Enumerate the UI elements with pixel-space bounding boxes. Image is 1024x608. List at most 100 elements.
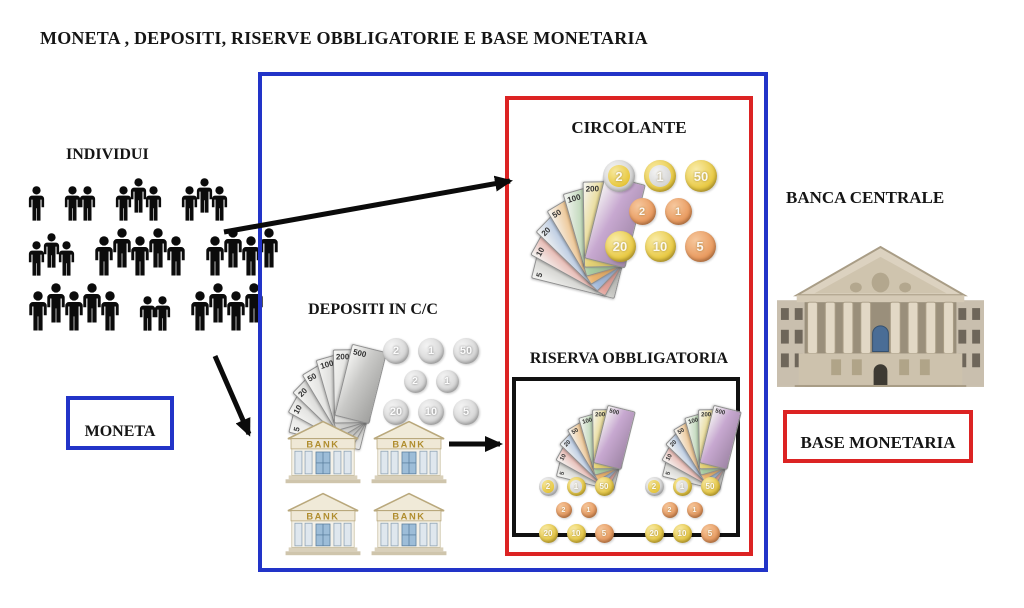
coin-10: 10 bbox=[566, 524, 586, 543]
base-monetaria-frame bbox=[505, 96, 753, 556]
banknote-value: 20 bbox=[563, 439, 573, 449]
person-icon bbox=[221, 228, 245, 268]
coin-1: 1 bbox=[435, 370, 459, 393]
coin-2: 2 bbox=[644, 477, 664, 496]
banknote-value: 10 bbox=[665, 453, 674, 462]
coin-1: 1 bbox=[686, 502, 703, 518]
banknote-value: 50 bbox=[676, 427, 686, 437]
person-icon bbox=[26, 186, 47, 221]
coin-2: 2 bbox=[555, 502, 572, 518]
coin-5: 5 bbox=[700, 524, 720, 543]
people-group bbox=[92, 236, 188, 276]
money-aggregate-frame bbox=[258, 72, 768, 572]
page-title: MONETA , DEPOSITI, RISERVE OBBLIGATORIE … bbox=[40, 28, 648, 48]
bank-sign-text: BANK bbox=[392, 439, 425, 449]
banknote-value: 50 bbox=[550, 207, 563, 220]
banknote-value: 50 bbox=[570, 427, 580, 437]
person-icon bbox=[128, 178, 149, 213]
coin-1: 1 bbox=[644, 160, 676, 192]
circolante-label: CIRCOLANTE bbox=[571, 118, 687, 137]
people-group bbox=[188, 291, 266, 331]
bank-icon: BANK bbox=[370, 420, 448, 484]
coin-20: 20 bbox=[383, 399, 409, 425]
banknote-value: 20 bbox=[669, 439, 679, 449]
coin-2: 2 bbox=[538, 477, 558, 496]
coin-5: 5 bbox=[453, 399, 479, 425]
coin-10: 10 bbox=[418, 399, 444, 425]
banknote-value: 5 bbox=[534, 271, 545, 279]
riserva-label: RISERVA OBBLIGATORIA bbox=[529, 350, 729, 367]
coin-5: 5 bbox=[594, 524, 614, 543]
coin-50: 50 bbox=[594, 477, 614, 496]
person-icon bbox=[152, 296, 173, 331]
banknote-value: 10 bbox=[291, 403, 304, 416]
coin-1: 1 bbox=[580, 502, 597, 518]
depositi-label: DEPOSITI IN C/C bbox=[308, 301, 438, 318]
person-icon bbox=[206, 283, 230, 323]
person-icon bbox=[80, 283, 104, 323]
coin-10: 10 bbox=[644, 231, 676, 262]
bank-sign-text: BANK bbox=[306, 511, 339, 521]
coin-2: 2 bbox=[628, 198, 656, 225]
moneta-label: MONETA bbox=[84, 423, 156, 440]
people-group bbox=[179, 186, 230, 221]
moneta-box: MONETA bbox=[66, 396, 174, 450]
people-group bbox=[26, 241, 77, 276]
coin-1: 1 bbox=[566, 477, 586, 496]
coin-1: 1 bbox=[672, 477, 692, 496]
coin-2: 2 bbox=[383, 338, 409, 364]
central-bank-building-icon bbox=[777, 245, 984, 387]
bank-sign-text: BANK bbox=[306, 439, 339, 449]
person-icon bbox=[44, 283, 68, 323]
banknote-value: 20 bbox=[539, 225, 553, 239]
coin-1: 1 bbox=[664, 198, 692, 225]
bank-icon: BANK bbox=[284, 420, 362, 484]
coin-50: 50 bbox=[685, 160, 717, 192]
bank-sign-text: BANK bbox=[392, 511, 425, 521]
coin-5: 5 bbox=[684, 231, 716, 262]
banknote-value: 10 bbox=[559, 453, 568, 462]
coin-20: 20 bbox=[644, 524, 664, 543]
person-icon bbox=[77, 186, 98, 221]
coin-20: 20 bbox=[604, 231, 636, 262]
people-grid bbox=[26, 186, 241, 346]
banknote-value: 10 bbox=[534, 245, 547, 258]
base-monetaria-box: BASE MONETARIA bbox=[783, 410, 973, 463]
banknote-value: 500 bbox=[714, 408, 726, 417]
arrow-individui-to-banks bbox=[212, 355, 252, 437]
banknote-value: 500 bbox=[608, 408, 620, 417]
banca-centrale-label: BANCA CENTRALE bbox=[786, 188, 945, 207]
bank-icon: BANK bbox=[370, 492, 448, 556]
people-group bbox=[62, 186, 98, 221]
person-icon bbox=[146, 228, 170, 268]
individui-label: INDIVIDUI bbox=[66, 146, 149, 163]
bank-icon: BANK bbox=[284, 492, 362, 556]
coin-10: 10 bbox=[672, 524, 692, 543]
person-icon bbox=[110, 228, 134, 268]
coin-1: 1 bbox=[418, 338, 444, 364]
central-bank-building bbox=[777, 242, 984, 388]
banknote-value: 50 bbox=[305, 371, 319, 384]
banknote-value: 200 bbox=[585, 184, 600, 194]
people-group bbox=[137, 296, 173, 331]
banknote-value: 20 bbox=[296, 386, 310, 399]
person-icon bbox=[41, 233, 62, 268]
coin-20: 20 bbox=[538, 524, 558, 543]
coin-2: 2 bbox=[403, 370, 427, 393]
coin-50: 50 bbox=[700, 477, 720, 496]
riserva-box bbox=[512, 377, 740, 537]
people-group bbox=[113, 186, 164, 221]
base-monetaria-label: BASE MONETARIA bbox=[800, 433, 956, 452]
coin-2: 2 bbox=[661, 502, 678, 518]
banks-grid: BANK BANK BANK BANK bbox=[284, 420, 448, 556]
person-icon bbox=[194, 178, 215, 213]
people-group bbox=[26, 291, 122, 331]
